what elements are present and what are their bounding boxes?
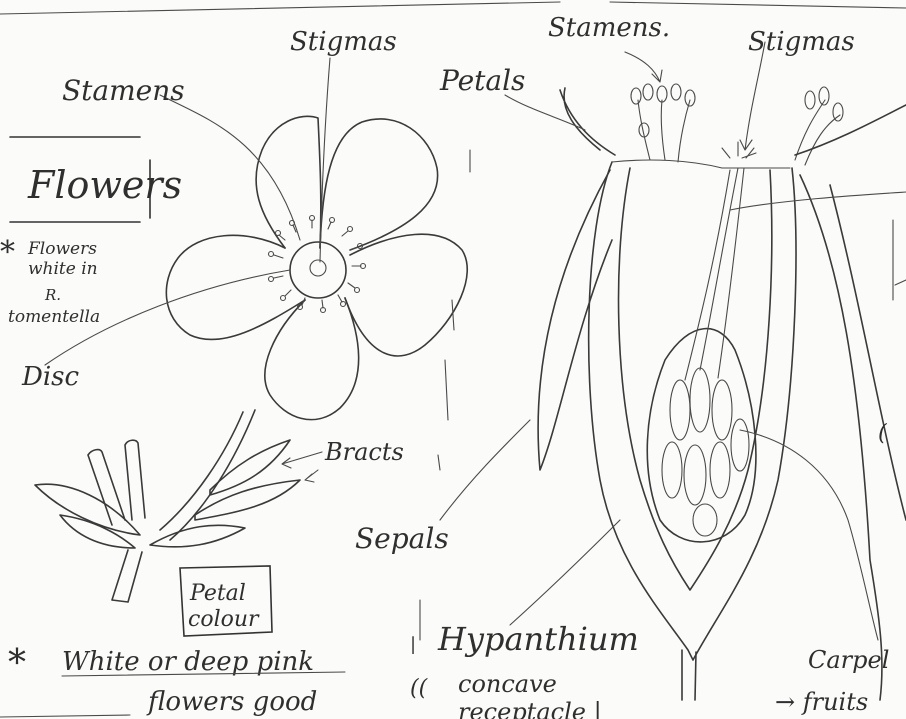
pedicel [112, 550, 142, 602]
sepals-leader-line [440, 420, 530, 520]
stigma-pointer-line [730, 192, 906, 210]
label-disc: Disc [21, 362, 80, 392]
flower-section-drawing [538, 84, 906, 700]
cut-stem [125, 440, 145, 520]
petal-colour-line: Petal [189, 581, 246, 606]
flower-stigma-cluster [310, 260, 326, 276]
flower-petal [345, 234, 467, 356]
stamens-left [638, 100, 690, 162]
label-petals: Petals [439, 64, 525, 97]
flower-petal [320, 119, 438, 250]
flower-stem [160, 410, 255, 540]
cut-petal-left [560, 88, 615, 155]
heading-flowers: Flowers [27, 163, 182, 207]
top-edge-rule [0, 2, 906, 14]
stigma-tips [722, 142, 756, 158]
cut-petal-right [795, 105, 906, 155]
sepal-right-outer [830, 185, 906, 520]
hypanthium-line: concave [458, 670, 557, 698]
label-stigmas: Stigmas [290, 27, 397, 57]
label-stamens-section: Stamens. [548, 13, 670, 43]
note-line: white in [28, 259, 98, 279]
hypanthium-line: receptacle | [458, 698, 602, 719]
hypanthium-bar: | [410, 634, 416, 655]
petals-leader-line [505, 95, 585, 130]
bract [195, 480, 300, 520]
bract [210, 440, 290, 495]
stigmas-arrow [740, 42, 765, 150]
anthers-right [805, 87, 843, 121]
carpels [662, 368, 749, 536]
sepal-right [800, 175, 882, 700]
label-fruits: → fruits [775, 688, 868, 716]
label-stamens: Stamens [62, 74, 185, 107]
hypanthium-leader-line [510, 520, 620, 625]
styles [685, 168, 744, 380]
label-stigmas-section: Stigmas [748, 27, 855, 57]
hypanthium-brackets: (( [410, 676, 428, 701]
petal-colour-line: colour [188, 607, 260, 632]
stamens-arrow [625, 52, 662, 82]
note-line: R. [44, 286, 61, 304]
sepal-leaf [35, 484, 140, 535]
margin-fragment: ( [878, 421, 887, 446]
anthers-left [631, 84, 695, 137]
margin-bracket [893, 220, 906, 300]
bracts-arrow [282, 452, 322, 482]
note-line: tomentella [8, 307, 100, 327]
label-sepals: Sepals [355, 522, 449, 555]
note-star: * [0, 235, 15, 270]
hypanthium-inner-wall [619, 168, 772, 590]
note-line: Flowers [27, 239, 97, 259]
column-divider [420, 150, 470, 640]
flower-petal [256, 116, 321, 248]
label-bracts: Bracts [324, 438, 404, 466]
bottom-edge-rule [0, 715, 130, 717]
sepal-leaf [150, 525, 245, 547]
label-hypanthium: Hypanthium [437, 620, 639, 658]
bottom-note-line: flowers good [146, 687, 317, 717]
flower-disc [290, 242, 346, 298]
label-carpel: Carpel [808, 646, 889, 674]
sepal-left [538, 170, 612, 470]
bottom-note-star: * [8, 643, 26, 684]
hypanthium-rim [612, 160, 790, 168]
